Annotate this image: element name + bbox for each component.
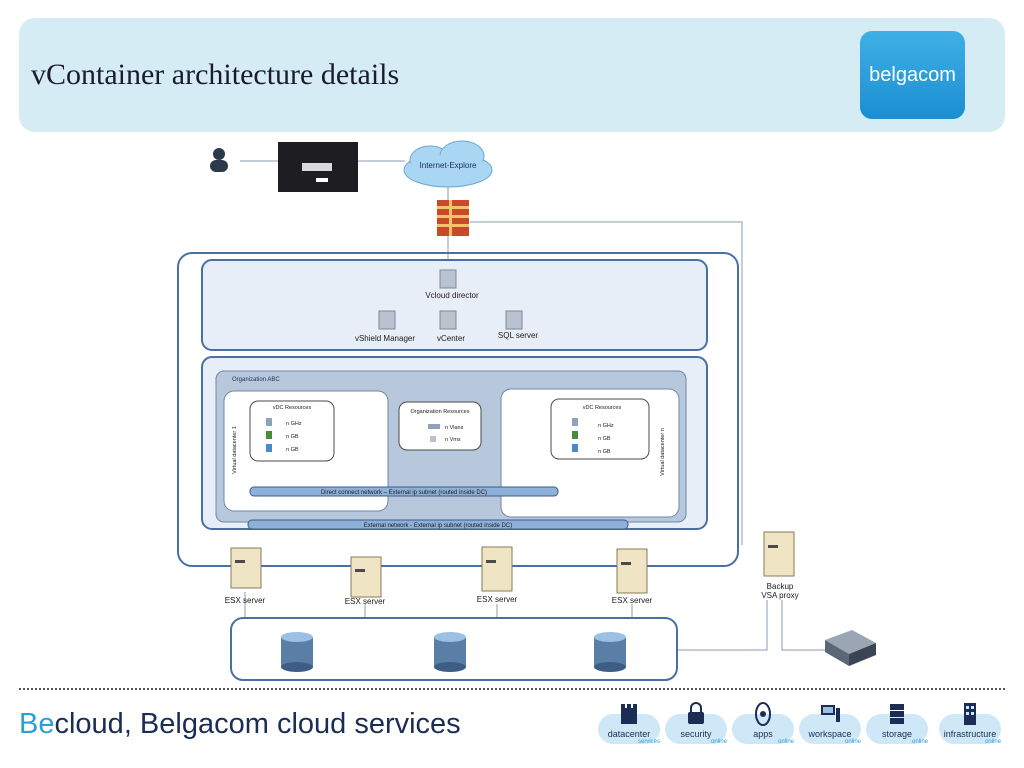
belgacom-logo: belgacom (860, 31, 965, 119)
sql-server-label: SQL server (498, 331, 538, 340)
building-icon (959, 702, 981, 726)
service-label: security (680, 729, 712, 739)
service-security: security online (665, 700, 727, 750)
cloud-badge (732, 714, 794, 744)
esx-server-label: ESX server (225, 596, 266, 605)
tape-library-icon (825, 630, 876, 666)
service-sub: online (911, 739, 928, 745)
external-network-label: External network - External ip subnet (r… (364, 523, 512, 529)
vshield-manager-label: vShield Manager (355, 334, 415, 343)
internet-label: Internet-Explore (420, 161, 477, 170)
backup-server-icon (763, 531, 795, 577)
vdcn-title: vDC Resources (583, 405, 622, 411)
service-label: datacenter (607, 729, 651, 739)
service-apps: apps online (732, 700, 794, 750)
esx-server-label: ESX server (612, 596, 653, 605)
header-band: vContainer architecture details belgacom (19, 18, 1005, 132)
architecture-diagram: Internet-Explore Organization ABC Vcloud… (177, 140, 876, 681)
vlan-icon (428, 424, 440, 429)
login-screen-icon (278, 142, 358, 192)
service-datacenter: datacenter services (598, 700, 660, 750)
backup-label: Backup (767, 582, 794, 591)
external-network-bar (247, 519, 629, 530)
direct-connect-network-bar (249, 486, 559, 497)
vdc1-title: vDC Resources (273, 405, 312, 411)
service-sub: online (984, 739, 1001, 745)
brand-prefix: Be (19, 708, 55, 740)
database-icon (594, 632, 626, 672)
service-label: workspace (808, 729, 852, 739)
direct-network-label: Direct connect network – External ip sub… (321, 490, 487, 496)
memory-icon (572, 431, 578, 439)
cloud-badge (799, 714, 861, 744)
service-sub: online (777, 739, 794, 745)
internet-cloud-icon (403, 140, 493, 188)
brand-rest: cloud, Belgacom cloud services (54, 708, 461, 740)
apps-icon (752, 702, 774, 726)
vdc1-gb2: n GB (286, 447, 299, 453)
vcloud-director-icon (439, 269, 457, 289)
footer-brand: Becloud, Belgacom cloud services (19, 708, 461, 741)
cpu-icon (572, 418, 578, 426)
page-title: vContainer architecture details (31, 58, 400, 91)
vdcn-gb1: n GB (598, 436, 611, 442)
vdcn-ghz: n GHz (598, 423, 614, 429)
esx-server-icon (481, 546, 513, 592)
management-box (201, 259, 708, 351)
database-icon (281, 632, 313, 672)
vdc1-ghz: n GHz (286, 421, 302, 427)
workspace-icon (819, 702, 841, 726)
vcenter-icon (439, 310, 457, 330)
org-resources-title: Organization Resources (410, 409, 469, 415)
vshield-manager-icon (378, 310, 396, 330)
storage-icon (886, 702, 908, 726)
datacenter-icon (618, 702, 640, 726)
service-infrastructure: infrastructure online (939, 700, 1001, 750)
vm-icon (430, 436, 436, 442)
service-label: storage (881, 729, 913, 739)
cpu-icon (266, 418, 272, 426)
vcloud-director-label: Vcloud director (425, 291, 479, 300)
sql-server-icon (505, 310, 523, 330)
logo-text: belgacom (869, 63, 956, 86)
disk-icon (266, 444, 272, 452)
esx-server-icon (350, 556, 382, 598)
org-vlans: n Vlans (445, 425, 464, 431)
vcenter-label: vCenter (437, 334, 465, 343)
footer-divider (19, 688, 1005, 690)
database-icon (434, 632, 466, 672)
lock-icon (685, 702, 707, 726)
esx-server-label: ESX server (477, 595, 518, 604)
org-vms: n Vms (445, 437, 461, 443)
service-workspace: workspace online (799, 700, 861, 750)
service-sub: services (637, 739, 660, 745)
service-label: infrastructure (943, 729, 997, 739)
vdc1-side-label: Virtual datacenter 1 (232, 426, 238, 474)
vsa-proxy-label: VSA proxy (761, 591, 798, 600)
storage-frame (230, 617, 678, 681)
vdc1-gb1: n GB (286, 434, 299, 440)
service-storage: storage online (866, 700, 928, 750)
service-sub: online (710, 739, 727, 745)
esx-server-icon (616, 548, 648, 594)
vdcn-side-label: Virtual datacenter n (660, 428, 666, 476)
organization-label: Organization ABC (232, 377, 280, 383)
vdcn-gb2: n GB (598, 449, 611, 455)
esx-server-icon (230, 547, 262, 589)
service-sub: online (844, 739, 861, 745)
user-icon (210, 148, 228, 172)
esx-server-label: ESX server (345, 597, 386, 606)
disk-icon (572, 444, 578, 452)
memory-icon (266, 431, 272, 439)
vcontainer-frame (177, 252, 739, 567)
service-label: apps (753, 729, 773, 739)
firewall-icon (437, 200, 469, 236)
